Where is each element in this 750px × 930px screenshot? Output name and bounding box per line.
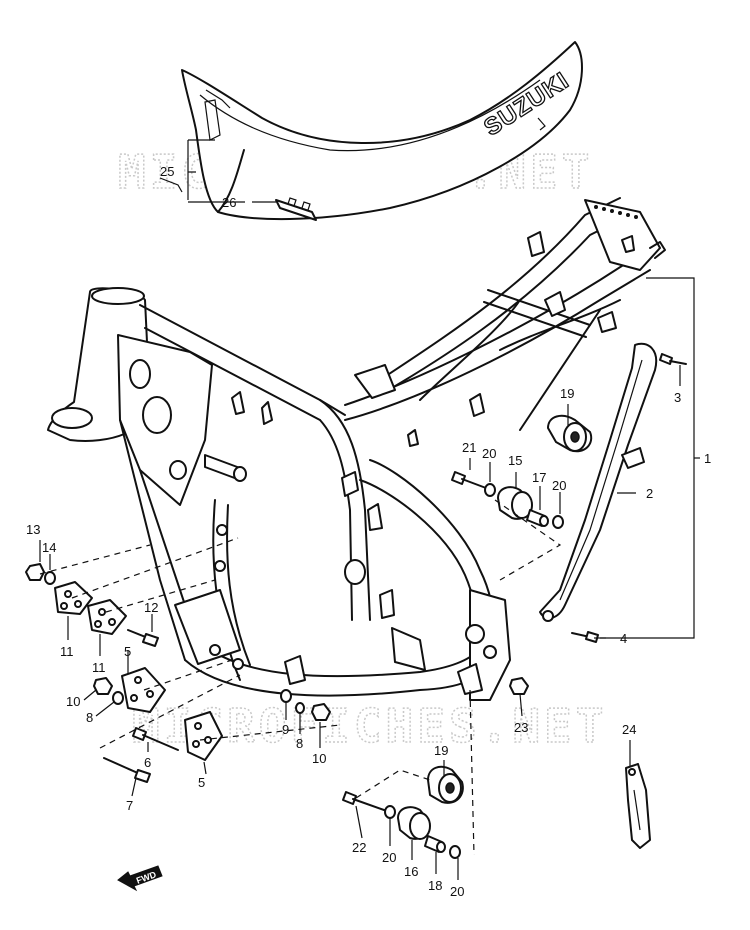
- guide-24: [625, 763, 651, 849]
- plate-11-b: [87, 599, 127, 635]
- label-18: 18: [428, 878, 442, 893]
- label-4: 4: [620, 631, 627, 646]
- bolt-12: [127, 629, 159, 647]
- collar-18: [424, 835, 446, 853]
- label-10-b: 10: [312, 751, 326, 766]
- washer-8-b: [295, 702, 305, 714]
- label-8-b: 8: [296, 736, 303, 751]
- label-10-a: 10: [66, 694, 80, 709]
- bolt-4: [571, 631, 599, 643]
- seat-bracket-26: [275, 197, 317, 221]
- rear-subframe-2: [539, 342, 658, 622]
- label-7: 7: [126, 798, 133, 813]
- label-25: 25: [160, 164, 174, 179]
- bolt-7: [103, 757, 151, 783]
- bolt-21: [451, 471, 487, 489]
- part-labels: 1 2 3 4 5 5 6 7 8 8 9 10 10 11 11 12 13 …: [26, 164, 711, 899]
- label-22: 22: [352, 840, 366, 855]
- rubber-mount-16: [397, 806, 431, 840]
- label-11-b: 11: [92, 660, 106, 675]
- label-5-a: 5: [124, 644, 131, 659]
- label-1: 1: [704, 451, 711, 466]
- assembly-lines: [39, 499, 562, 856]
- nut-23: [509, 677, 529, 695]
- washer-20-a: [484, 483, 496, 497]
- label-6: 6: [144, 755, 151, 770]
- label-5-b: 5: [198, 775, 205, 790]
- washer-9: [280, 689, 292, 703]
- label-17: 17: [532, 470, 546, 485]
- label-26: 26: [222, 195, 236, 210]
- bushing-19-upper: [547, 414, 593, 453]
- nut-10-b: [311, 703, 331, 721]
- label-20-c: 20: [382, 850, 396, 865]
- label-15: 15: [508, 453, 522, 468]
- washer-20-b: [552, 515, 564, 529]
- washer-20-d: [449, 845, 461, 859]
- label-9: 9: [282, 722, 289, 737]
- label-2: 2: [646, 486, 653, 501]
- label-13: 13: [26, 522, 40, 537]
- label-12: 12: [144, 600, 158, 615]
- label-20-b: 20: [552, 478, 566, 493]
- label-23: 23: [514, 720, 528, 735]
- bolt-22: [342, 791, 385, 811]
- label-14: 14: [42, 540, 56, 555]
- plate-5-a: [121, 667, 166, 713]
- bolt-3: [659, 353, 687, 365]
- label-11-a: 11: [60, 644, 74, 659]
- washer-14: [44, 571, 56, 585]
- plate-5-b: [184, 711, 223, 761]
- bushing-19-lower: [427, 765, 464, 804]
- collar-17: [526, 509, 549, 527]
- label-20-a: 20: [482, 446, 496, 461]
- washer-20-c: [384, 805, 396, 819]
- label-21: 21: [462, 440, 476, 455]
- nut-13: [25, 563, 45, 581]
- label-19-b: 19: [434, 743, 448, 758]
- washer-8-a: [112, 691, 124, 705]
- rubber-mount-15: [497, 486, 533, 520]
- fwd-arrow-icon: FWD: [117, 865, 163, 892]
- main-frame: [47, 197, 666, 701]
- label-16: 16: [404, 864, 418, 879]
- label-8-a: 8: [86, 710, 93, 725]
- label-24: 24: [622, 722, 636, 737]
- nut-10-a: [93, 677, 113, 695]
- leader-lines: [39, 139, 700, 880]
- bolt-6: [132, 727, 179, 751]
- label-20-d: 20: [450, 884, 464, 899]
- fwd-arrow-label: FWD: [135, 869, 158, 886]
- label-3: 3: [674, 390, 681, 405]
- label-19-a: 19: [560, 386, 574, 401]
